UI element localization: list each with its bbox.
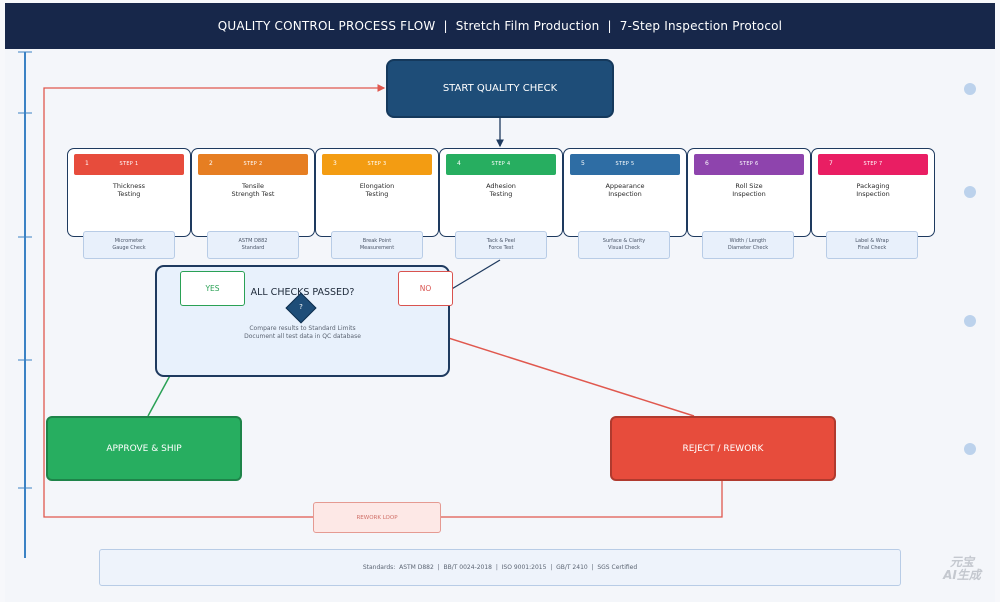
step-title: Roll Size Inspection xyxy=(732,182,766,198)
rework-label: REWORK LOOP xyxy=(356,514,398,521)
watermark-line: AI生成 xyxy=(943,568,981,582)
no-label: NO xyxy=(419,284,432,293)
step-label: STEP 4 xyxy=(491,161,511,167)
step-header-bar: 3 STEP 3 xyxy=(322,154,432,175)
step-number: 7 xyxy=(829,160,833,167)
decision-title: ALL CHECKS PASSED? xyxy=(250,287,355,298)
step-header-bar: 7 STEP 7 xyxy=(818,154,928,175)
step-title: Thickness Testing xyxy=(112,182,146,198)
step-number: 3 xyxy=(333,160,337,167)
step-label: STEP 1 xyxy=(119,161,139,167)
standards-text: Standards: ASTM D882 | BB/T 0024-2018 | … xyxy=(362,564,638,571)
step-method-box: Break Point Measurement xyxy=(331,231,423,259)
step-title: Tensile Strength Test xyxy=(231,182,275,198)
start-quality-check-node: START QUALITY CHECK xyxy=(386,59,614,118)
decision-symbol: ? xyxy=(299,303,303,311)
step-header-bar: 5 STEP 5 xyxy=(570,154,680,175)
step-header-bar: 6 STEP 6 xyxy=(694,154,804,175)
step-label: STEP 7 xyxy=(863,161,883,167)
step-card-3: 3 STEP 3 Elongation Testing xyxy=(315,148,439,237)
step-label: STEP 5 xyxy=(615,161,635,167)
step-title: Adhesion Testing xyxy=(486,182,516,198)
step-label: STEP 2 xyxy=(243,161,263,167)
step-header-bar: 4 STEP 4 xyxy=(446,154,556,175)
step-header-bar: 2 STEP 2 xyxy=(198,154,308,175)
yes-label-box: YES xyxy=(180,271,245,306)
ai-watermark: 元宝 AI生成 xyxy=(934,556,990,582)
step-title: Packaging Inspection xyxy=(856,182,890,198)
step-label: STEP 3 xyxy=(367,161,387,167)
approve-ship-node: APPROVE & SHIP xyxy=(46,416,242,481)
watermark-line: 元宝 xyxy=(949,555,974,569)
step-method-box: Surface & Clarity Visual Check xyxy=(578,231,670,259)
rework-loop-line xyxy=(43,84,723,518)
step-card-4: 4 STEP 4 Adhesion Testing xyxy=(439,148,563,237)
step-method-box: Width / Length Diameter Check xyxy=(702,231,794,259)
step-number: 6 xyxy=(705,160,709,167)
step-card-2: 2 STEP 2 Tensile Strength Test xyxy=(191,148,315,237)
step-header-bar: 1 STEP 1 xyxy=(74,154,184,175)
step-label: STEP 6 xyxy=(739,161,759,167)
yes-label: YES xyxy=(205,284,220,293)
decorative-dot xyxy=(964,443,976,455)
step-title: Elongation Testing xyxy=(359,182,395,198)
step-card-1: 1 STEP 1 Thickness Testing xyxy=(67,148,191,237)
decorative-dot xyxy=(964,186,976,198)
step-method-box: ASTM D882 Standard xyxy=(207,231,299,259)
step-method-box: Label & Wrap Final Check xyxy=(826,231,918,259)
approve-label: APPROVE & SHIP xyxy=(106,443,182,454)
step-method-box: Micrometer Gauge Check xyxy=(83,231,175,259)
header-title: QUALITY CONTROL PROCESS FLOW | Stretch F… xyxy=(217,19,783,33)
decision-note: Compare results to Standard Limits Docum… xyxy=(215,325,390,341)
step-number: 4 xyxy=(457,160,461,167)
decorative-dot xyxy=(964,83,976,95)
decision-note-line: Document all test data in QC database xyxy=(244,333,361,340)
step-card-7: 7 STEP 7 Packaging Inspection xyxy=(811,148,935,237)
step-card-6: 6 STEP 6 Roll Size Inspection xyxy=(687,148,811,237)
standards-footer: Standards: ASTM D882 | BB/T 0024-2018 | … xyxy=(99,549,901,586)
decision-note-line: Compare results to Standard Limits xyxy=(249,325,356,332)
step-card-5: 5 STEP 5 Appearance Inspection xyxy=(563,148,687,237)
decorative-dot xyxy=(964,315,976,327)
step-number: 1 xyxy=(85,160,89,167)
reject-label: REJECT / REWORK xyxy=(682,443,764,454)
header-bar: QUALITY CONTROL PROCESS FLOW | Stretch F… xyxy=(5,3,995,49)
step-number: 5 xyxy=(581,160,585,167)
rework-loop-box: REWORK LOOP xyxy=(313,502,441,533)
start-label: START QUALITY CHECK xyxy=(442,83,558,94)
step-number: 2 xyxy=(209,160,213,167)
reject-rework-node: REJECT / REWORK xyxy=(610,416,836,481)
step-method-box: Tack & Peel Force Test xyxy=(455,231,547,259)
no-label-box: NO xyxy=(398,271,453,306)
step-title: Appearance Inspection xyxy=(605,182,645,198)
